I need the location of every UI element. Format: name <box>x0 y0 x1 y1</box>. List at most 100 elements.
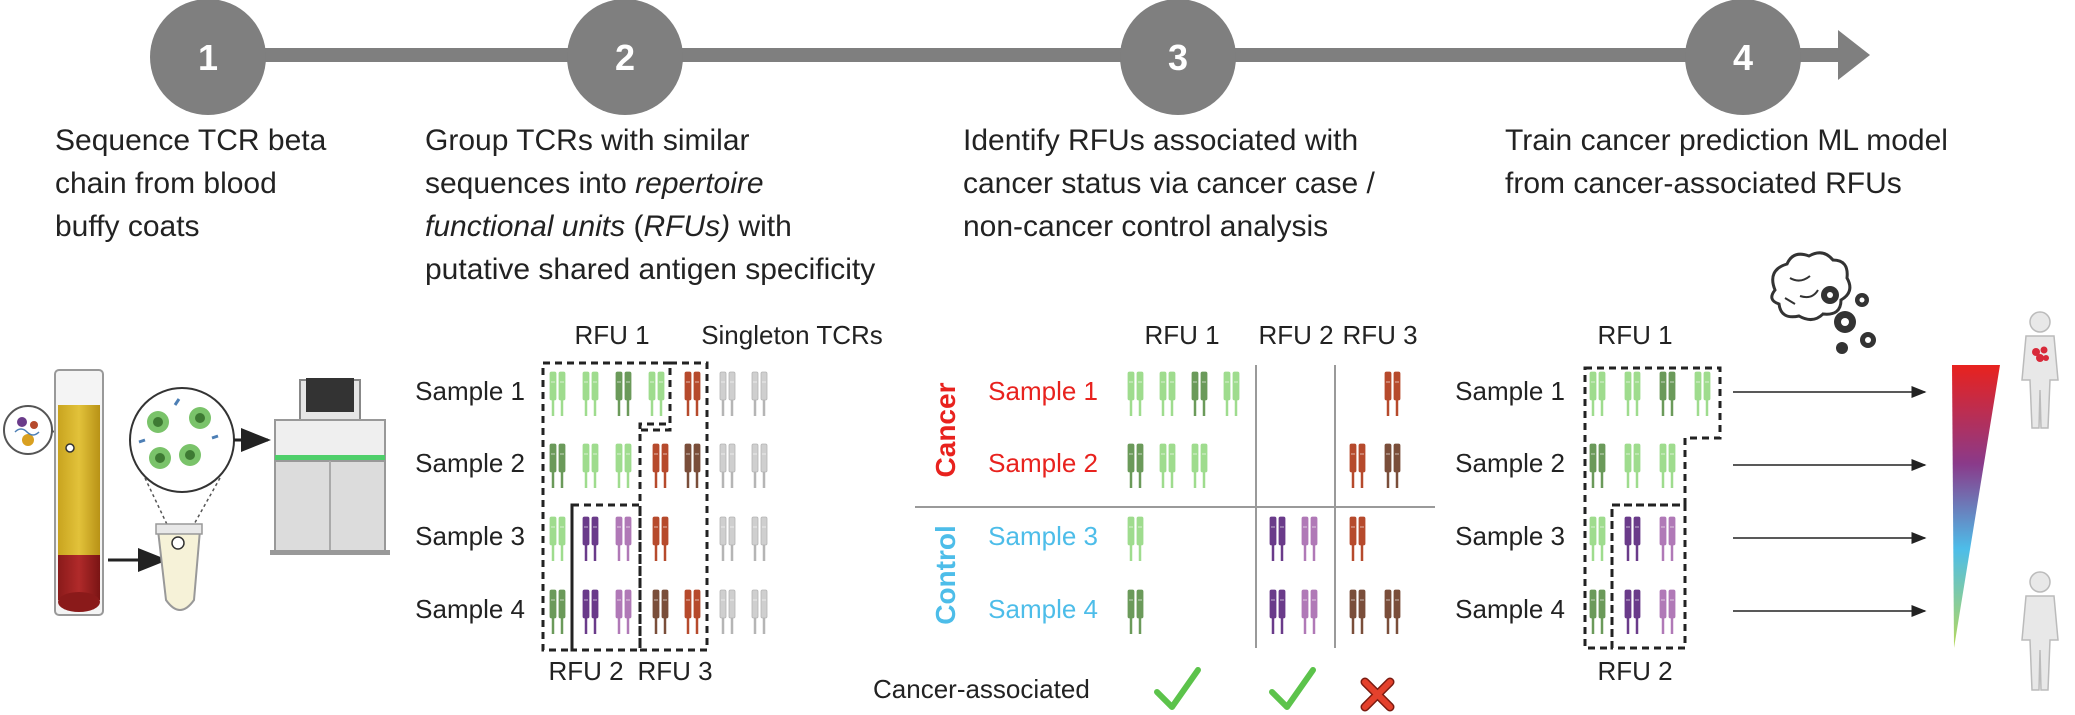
rfu1-check-icon <box>1154 667 1201 710</box>
step-4-description: Train cancer prediction ML model from ca… <box>1505 124 1948 200</box>
tcr-glyph <box>615 443 632 488</box>
panel-2-rfu3-outline <box>638 361 709 652</box>
tcr-glyph <box>1659 516 1676 561</box>
tcr-glyph <box>1349 443 1366 488</box>
step-2-line-3: functional units (RFUs) with <box>425 210 792 243</box>
panel-3-header-rfu2: RFU 2 <box>1258 320 1333 350</box>
panel-3-header-rfu3: RFU 3 <box>1342 320 1417 350</box>
step-4-line-1: Train cancer prediction ML model <box>1505 124 1948 157</box>
step-4-line-2: from cancer-associated RFUs <box>1505 167 1902 200</box>
tcr-glyph <box>684 443 701 488</box>
panel-2-sample-2: Sample 2 <box>415 448 525 478</box>
tcr-glyph <box>1589 589 1606 634</box>
tcr-glyph <box>1589 516 1606 561</box>
tcr-glyph <box>684 589 701 634</box>
tcr-glyph <box>719 589 736 634</box>
brain-gears-icon <box>1770 251 1876 354</box>
panel-4: RFU 1 Sample 1 Sample 2 Sample 3 Sample … <box>1455 251 2059 691</box>
step-3-marker: 3 <box>1120 0 1236 115</box>
panel-2-singleton-label: Singleton TCRs <box>701 320 883 350</box>
panel-4-rfu2-outline <box>1610 503 1687 650</box>
tcr-glyph <box>582 371 599 416</box>
tcr-glyph <box>684 371 701 416</box>
tcr-glyph <box>1384 589 1401 634</box>
panel-4-rfu2-label: RFU 2 <box>1597 656 1672 686</box>
step-1-description: Sequence TCR beta chain from blood buffy… <box>55 124 327 243</box>
tcr-glyph <box>549 443 566 488</box>
timeline-arrowhead <box>1838 30 1870 80</box>
step-2-line-4: putative shared antigen specificity <box>425 253 875 286</box>
tcr-glyph <box>1384 371 1401 416</box>
tcr-glyph <box>1301 516 1318 561</box>
tcr-glyph <box>549 589 566 634</box>
tcr-glyph <box>652 516 669 561</box>
panel-3-group-control: Control <box>930 525 961 625</box>
tcr-glyph <box>582 516 599 561</box>
panel-2-sample-4: Sample 4 <box>415 594 525 624</box>
panel-2-rfu2-outline <box>570 503 642 652</box>
step-3-number: 3 <box>1168 37 1188 78</box>
panel-3-association-label: Cancer-associated <box>873 674 1090 704</box>
step-1-line-1: Sequence TCR beta <box>55 124 327 157</box>
tcr-glyph <box>615 516 632 561</box>
tcr-glyph <box>719 443 736 488</box>
panel-3-sample-4: Sample 4 <box>988 594 1098 624</box>
tcr-glyph <box>1659 443 1676 488</box>
step-2-description: Group TCRs with similar sequences into r… <box>425 124 875 286</box>
panel-2-sample-1: Sample 1 <box>415 376 525 406</box>
panel-2-tcr-grid <box>549 371 768 634</box>
timeline-bar <box>160 48 1840 62</box>
tcr-glyph <box>648 371 665 416</box>
cancer-patient-icon <box>2021 311 2059 429</box>
tcr-glyph <box>1589 443 1606 488</box>
tcr-glyph <box>1269 516 1286 561</box>
step-2-line-1: Group TCRs with similar <box>425 124 750 157</box>
tcr-glyph <box>1624 371 1641 416</box>
tcr-glyph <box>751 589 768 634</box>
tcr-glyph <box>1269 589 1286 634</box>
panel-4-sample-3: Sample 3 <box>1455 521 1565 551</box>
tcr-glyph <box>582 443 599 488</box>
step-1-number: 1 <box>198 37 218 78</box>
tcr-glyph <box>652 589 669 634</box>
step-3-line-3: non-cancer control analysis <box>963 210 1328 243</box>
panel-4-sample-4: Sample 4 <box>1455 594 1565 624</box>
panel-1-illustration <box>3 369 390 616</box>
step-2-line-2: sequences into repertoire <box>425 167 764 200</box>
panel-3-group-cancer: Cancer <box>930 382 961 477</box>
tcr-glyph <box>1159 443 1176 488</box>
tcr-glyph <box>1127 371 1144 416</box>
tcr-glyph <box>1301 589 1318 634</box>
tcr-glyph <box>1191 371 1208 416</box>
panel-4-rfu1-label: RFU 1 <box>1597 320 1672 350</box>
tcr-glyph <box>719 516 736 561</box>
panel-3-sample-2: Sample 2 <box>988 448 1098 478</box>
step-3-line-2: cancer status via cancer case / <box>963 167 1376 200</box>
tcr-glyph <box>1624 443 1641 488</box>
tcr-glyph <box>1159 371 1176 416</box>
dna-cell-icon <box>3 405 71 455</box>
tcr-glyph <box>615 589 632 634</box>
rfu3-cross-icon <box>1360 677 1395 712</box>
step-2-marker: 2 <box>567 0 683 115</box>
tcr-glyph <box>1127 589 1144 634</box>
panel-2: RFU 1 Singleton TCRs Sample 1 Sample 2 S… <box>415 320 883 686</box>
tcr-glyph <box>1223 371 1240 416</box>
panel-3-tcr-grid <box>1127 371 1401 634</box>
sequencer-machine <box>270 378 390 555</box>
panel-2-rfu1-label: RFU 1 <box>574 320 649 350</box>
buffy-coat-zoom <box>129 387 271 536</box>
tcr-glyph <box>1127 443 1144 488</box>
step-1-line-2: chain from blood <box>55 167 277 200</box>
timeline: 1 2 3 4 <box>150 0 1870 115</box>
tcr-glyph <box>1624 589 1641 634</box>
tcr-glyph <box>751 371 768 416</box>
step-4-number: 4 <box>1733 37 1753 78</box>
step-3-description: Identify RFUs associated with cancer sta… <box>963 124 1376 243</box>
tcr-glyph <box>1659 589 1676 634</box>
panel-4-tcr-grid <box>1589 371 1711 634</box>
risk-gradient-wedge <box>1952 365 2000 648</box>
tcr-glyph <box>549 371 566 416</box>
blood-tube <box>54 369 104 616</box>
